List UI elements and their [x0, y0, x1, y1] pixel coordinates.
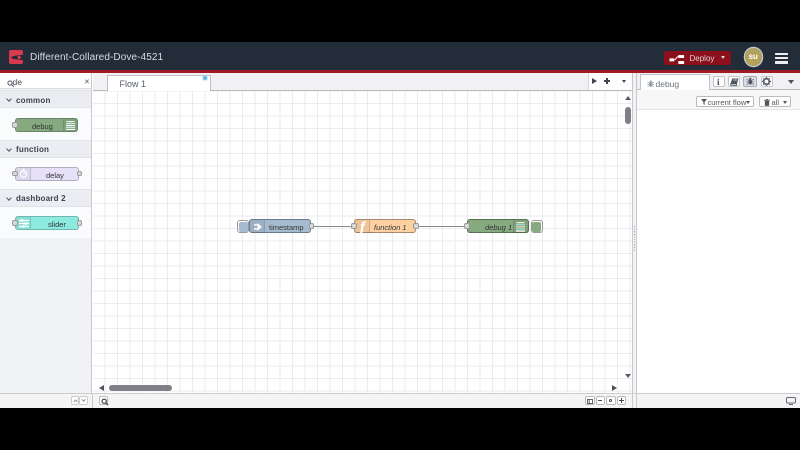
svg-text:f: f	[360, 220, 366, 233]
